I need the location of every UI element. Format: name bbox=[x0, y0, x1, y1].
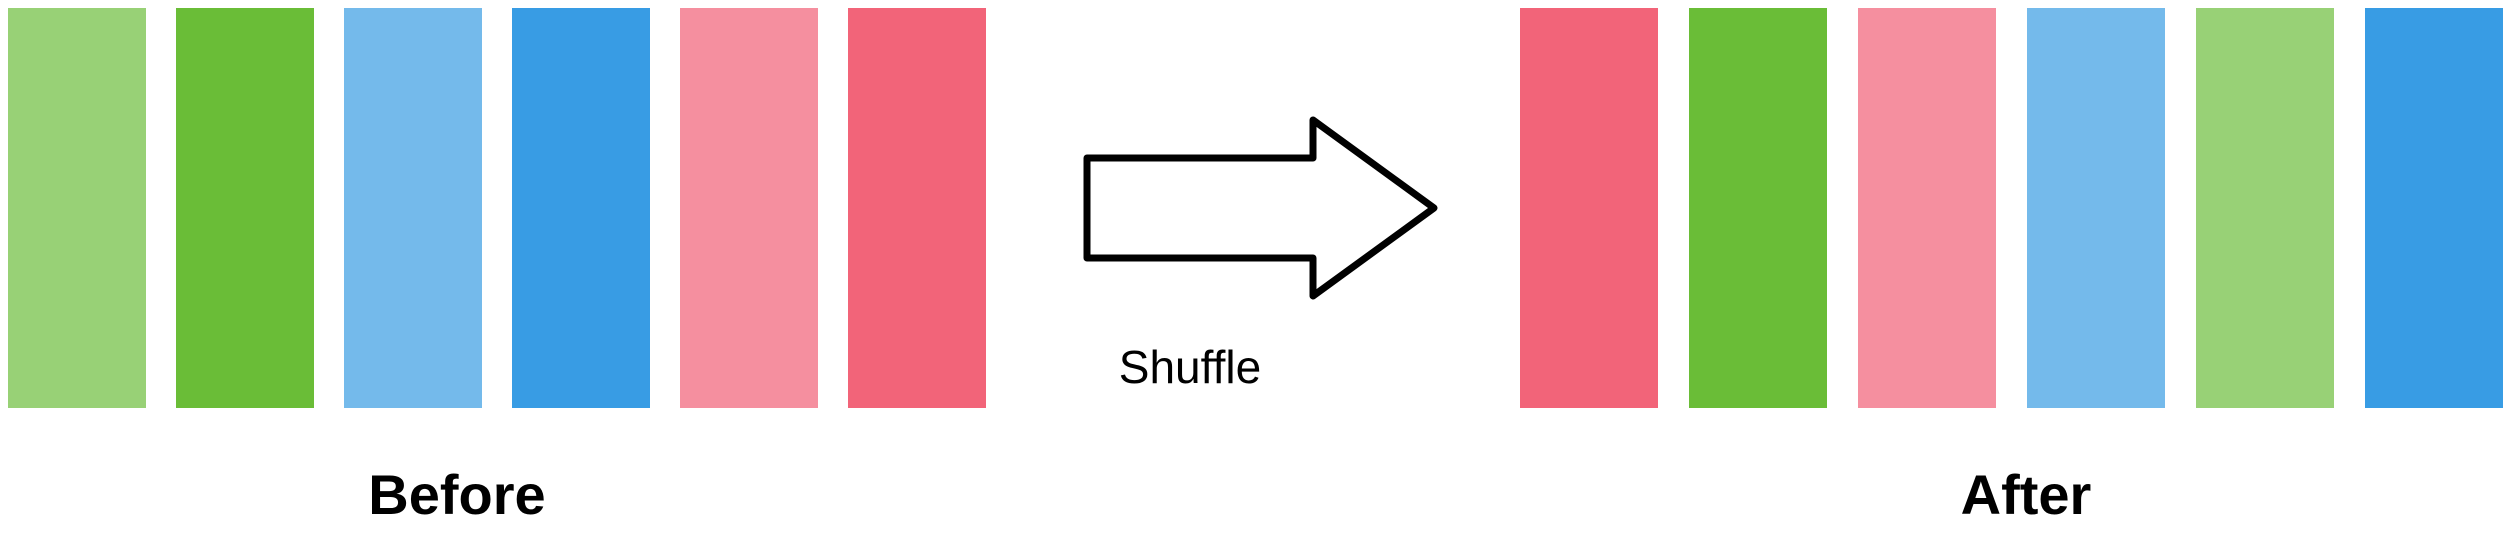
right-arrow-icon bbox=[1083, 116, 1438, 300]
before-bar bbox=[680, 8, 818, 408]
after-bar bbox=[2027, 8, 2165, 408]
before-bar bbox=[176, 8, 314, 408]
before-bar bbox=[8, 8, 146, 408]
after-bar bbox=[2365, 8, 2503, 408]
before-bar bbox=[848, 8, 986, 408]
before-bar bbox=[512, 8, 650, 408]
after-bar bbox=[1858, 8, 1996, 408]
after-bar bbox=[2196, 8, 2334, 408]
after-bar bbox=[1689, 8, 1827, 408]
before-label: Before bbox=[368, 463, 546, 526]
after-label: After bbox=[1960, 463, 2092, 526]
before-bar bbox=[344, 8, 482, 408]
shuffle-label: Shuffle bbox=[1118, 341, 1262, 393]
after-bar bbox=[1520, 8, 1658, 408]
